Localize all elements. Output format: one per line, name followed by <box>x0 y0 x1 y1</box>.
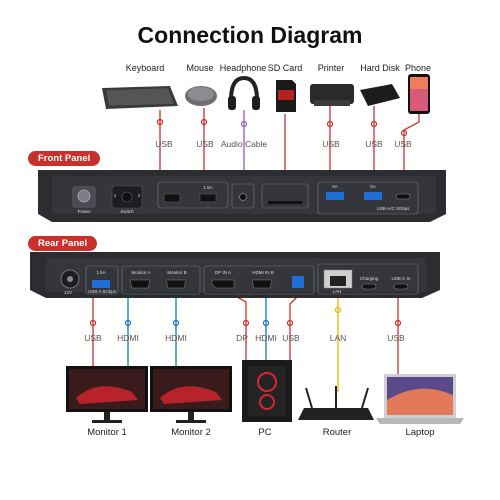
cable-label-monitor1-usb: USB <box>84 333 102 343</box>
rear-panel-body <box>30 252 440 298</box>
front-panel-tag: Front Panel <box>28 151 101 166</box>
device-label-printer: Printer <box>317 63 345 73</box>
device-label-phone: Phone <box>404 63 432 73</box>
router-illustration <box>298 386 374 420</box>
usb-ac-5gbps-label: USB-A/C 5Gbps <box>376 206 410 211</box>
usb-1-5a-label: 1.5A <box>203 185 213 190</box>
usb-a-5gbps-label: USB-A 5Gbps <box>87 289 116 294</box>
device-label-monitor-1: Monitor 1 <box>87 427 127 438</box>
hard-disk-icon <box>360 84 400 106</box>
dc-12v-label: 12V <box>63 290 72 295</box>
cable-clips <box>89 118 408 327</box>
keyboard-icon <box>102 86 178 109</box>
mouse-icon <box>185 86 217 106</box>
cable-label-keyboard: USB <box>155 139 173 149</box>
device-label-router: Router <box>322 427 352 438</box>
cable-label-printer: USB <box>322 139 340 149</box>
switch-2-label: 2 <box>137 193 141 198</box>
power-label: Power <box>77 209 91 214</box>
cable-label-phone: USB <box>394 139 412 149</box>
switch-label: Switch <box>120 209 134 214</box>
cable-label-monitor1-hdmi: HDMI <box>117 333 139 343</box>
rear-panel-tag: Rear Panel <box>28 236 98 251</box>
charging-label: Charging <box>359 276 379 281</box>
cable-label-pc-usb: USB <box>282 333 300 343</box>
cable-label-pc-hdmi: HDMI <box>255 333 277 343</box>
sd-card-icon <box>276 80 296 112</box>
cable-label-headphone: Audio Cable <box>220 139 268 149</box>
device-label-mouse: Mouse <box>186 63 214 73</box>
device-label-keyboard: Keyboard <box>125 63 165 73</box>
phone-icon <box>408 74 430 114</box>
front-panel-body <box>38 170 446 222</box>
headphone-icon <box>228 75 260 110</box>
cable-label-pc-dp: DP <box>236 333 248 343</box>
device-label-laptop: Laptop <box>405 427 435 438</box>
monitor-1-illustration <box>66 366 148 423</box>
monitor-a-label: Monitor A <box>131 270 151 275</box>
laptop-illustration <box>376 374 464 424</box>
device-label-sd-card: SD Card <box>267 63 303 73</box>
cable-label-laptop-usb: USB <box>387 333 405 343</box>
device-label-hard-disk: Hard Disk <box>360 63 400 73</box>
device-label-monitor-2: Monitor 2 <box>171 427 211 438</box>
dp-in-label: DP IN A <box>215 270 231 275</box>
cable-label-router-lan: LAN <box>329 333 347 343</box>
usb-rate-label: 1.5A <box>96 270 106 275</box>
printer-icon <box>310 84 354 106</box>
hdmi-in-label: HDMI IN B <box>252 270 274 275</box>
monitor-2-illustration <box>150 366 232 423</box>
pc-illustration <box>242 360 292 422</box>
usbc-in-label: USB-C In <box>391 276 411 281</box>
diagram-title: Connection Diagram <box>137 22 363 48</box>
device-label-headphone: Headphone <box>219 63 267 73</box>
device-label-pc: PC <box>258 427 272 438</box>
usb-a-5a-label-2: 5A <box>370 184 376 189</box>
cable-label-mouse: USB <box>196 139 214 149</box>
switch-1-label: 1 <box>113 193 117 198</box>
lan-port-label: LAN <box>332 289 342 294</box>
cable-label-hard-disk: USB <box>365 139 383 149</box>
cable-label-monitor2-hdmi: HDMI <box>165 333 187 343</box>
usb-a-5a-label-1: 5A <box>332 184 338 189</box>
monitor-b-label: Monitor B <box>167 270 187 275</box>
